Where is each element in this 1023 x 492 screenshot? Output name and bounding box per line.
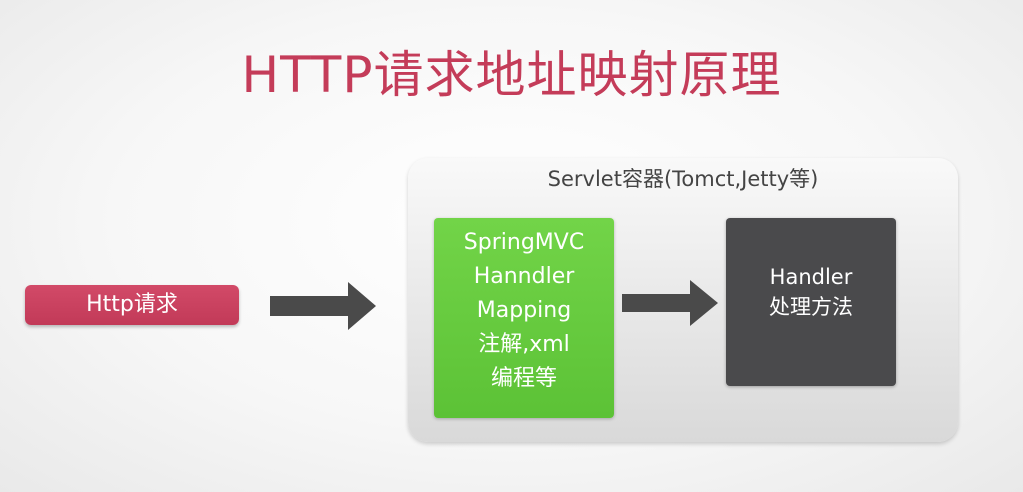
http-request-label: Http请求 (86, 292, 178, 317)
servlet-container-label: Servlet容器(Tomct,Jetty等) (547, 167, 819, 191)
handler-mapping-line: SpringMVC (463, 230, 585, 255)
handler-mapping-line: Mapping (476, 298, 572, 323)
handler-mapping-line: 注解,xml (478, 332, 570, 357)
handler-mapping-line: Hanndler (473, 264, 575, 289)
handler-mapping-line: 编程等 (490, 366, 557, 391)
arrow-request-to-container (270, 282, 376, 330)
handler-method-line: Handler (769, 265, 853, 289)
handler-method-line: 处理方法 (769, 295, 853, 319)
http-request-node: Http请求 (25, 285, 239, 325)
servlet-container: Servlet容器(Tomct,Jetty等) SpringMVC Hanndl… (408, 158, 958, 442)
handler-mapping-node: SpringMVC Hanndler Mapping 注解,xml 编程等 (434, 218, 614, 418)
handler-method-node: Handler 处理方法 (726, 218, 896, 386)
arrow-mapping-to-handler (622, 280, 718, 326)
diagram-title: HTTP请求地址映射原理 (241, 46, 782, 104)
